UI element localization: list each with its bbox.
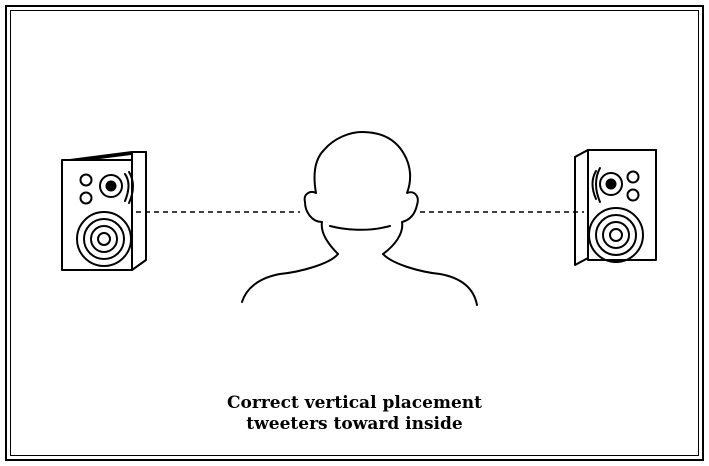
- caption-line-1: Correct vertical placement: [0, 393, 709, 414]
- diagram-caption: Correct vertical placement tweeters towa…: [0, 393, 709, 435]
- listener-head-icon: [242, 132, 477, 305]
- left-speaker-icon: [62, 152, 146, 270]
- right-speaker-icon: [575, 150, 656, 265]
- caption-line-2: tweeters toward inside: [0, 414, 709, 435]
